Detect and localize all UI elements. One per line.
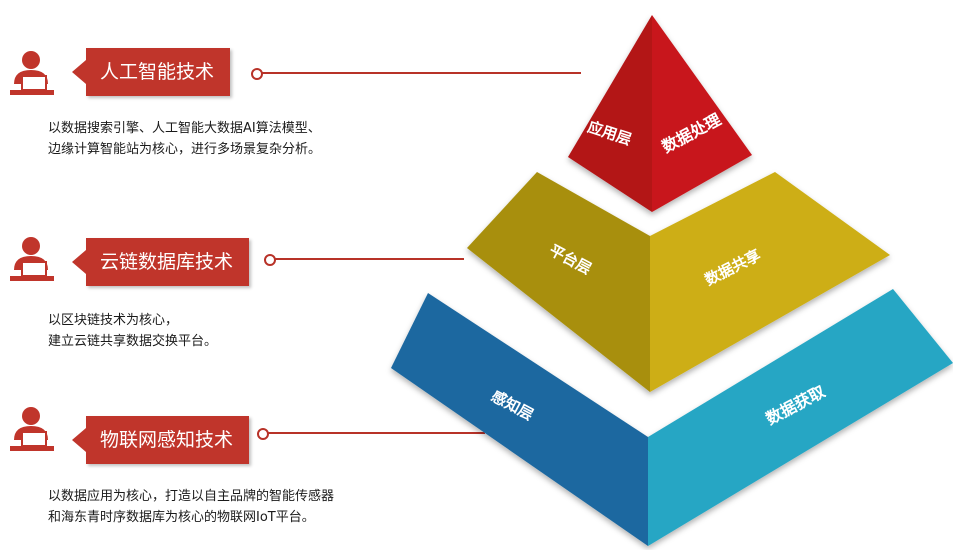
- connector-line-blockchain: [274, 258, 464, 260]
- pyramid-middle-right-face: [650, 172, 890, 392]
- pyramid-bottom-right-face: [648, 289, 953, 546]
- section-title-iot: 物联网感知技术: [71, 416, 250, 464]
- section-description-ai: 以数据搜索引擎、人工智能大数据AI算法模型、 边缘计算智能站为核心，进行多场景复…: [48, 121, 322, 157]
- connector-line-ai: [261, 72, 581, 74]
- section-description-blockchain: 以区块链技术为核心， 建立云链共享数据交换平台。: [48, 313, 218, 349]
- connector-dot-iot: [257, 428, 269, 440]
- pyramid-bottom-left-face: [391, 293, 648, 546]
- person-icon: [10, 51, 54, 95]
- section-description-iot: 以数据应用为核心，打造以自主品牌的智能传感器 和海东青时序数据库为核心的物联网I…: [48, 489, 335, 525]
- person-icon: [10, 407, 54, 451]
- section-title-blockchain: 云链数据库技术: [71, 238, 250, 286]
- connector-dot-blockchain: [264, 254, 276, 266]
- pyramid-top-right-face: [652, 15, 752, 212]
- pyramid-middle-left-face: [467, 172, 650, 392]
- section-title-ai: 人工智能技术: [71, 48, 231, 96]
- pyramid-top-left-face: [568, 15, 652, 212]
- person-icon: [10, 237, 54, 281]
- connector-line-iot: [267, 432, 485, 434]
- connector-dot-ai: [251, 68, 263, 80]
